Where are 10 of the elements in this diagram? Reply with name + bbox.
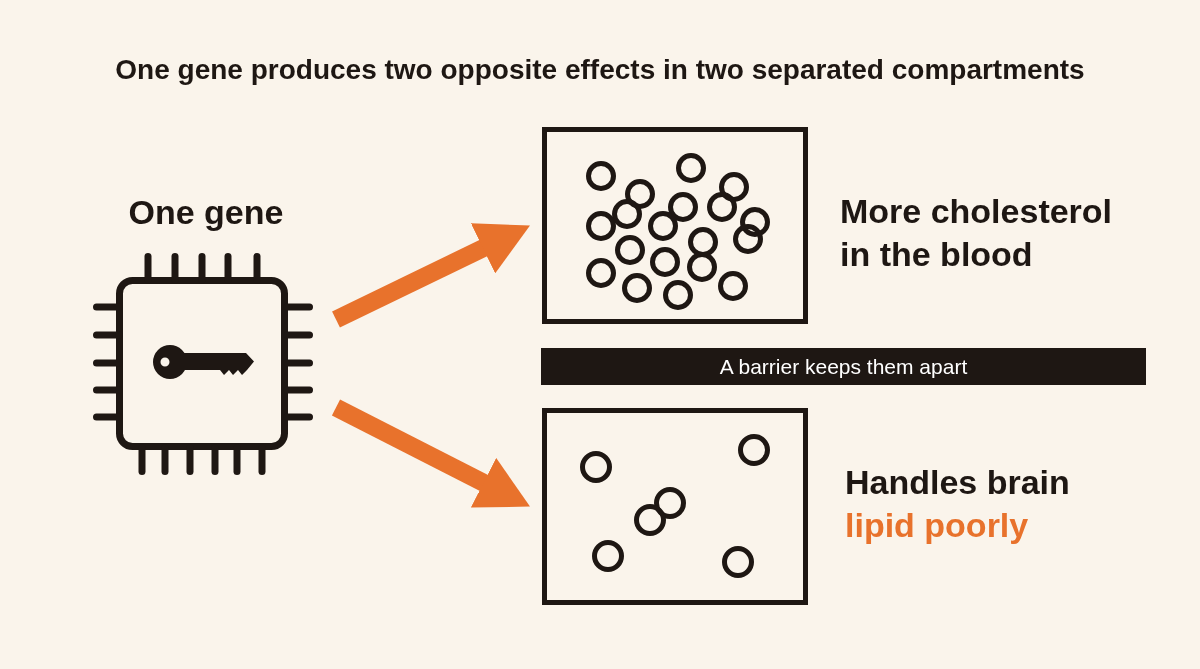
barrier-band <box>541 348 1146 385</box>
compartment-box <box>542 127 808 324</box>
barrier-label: A barrier keeps them apart <box>719 353 968 380</box>
side-caption: More cholesterol in the blood <box>840 191 1114 275</box>
diagram-title: One gene produces two opposite effects in two separated compartments <box>114 53 1086 87</box>
side-caption: lipid poorly <box>845 504 1029 546</box>
side-caption: Handles brain <box>845 462 1070 503</box>
compartment-box <box>542 408 808 605</box>
gene-label: One gene <box>127 192 285 233</box>
arrow <box>331 399 530 508</box>
